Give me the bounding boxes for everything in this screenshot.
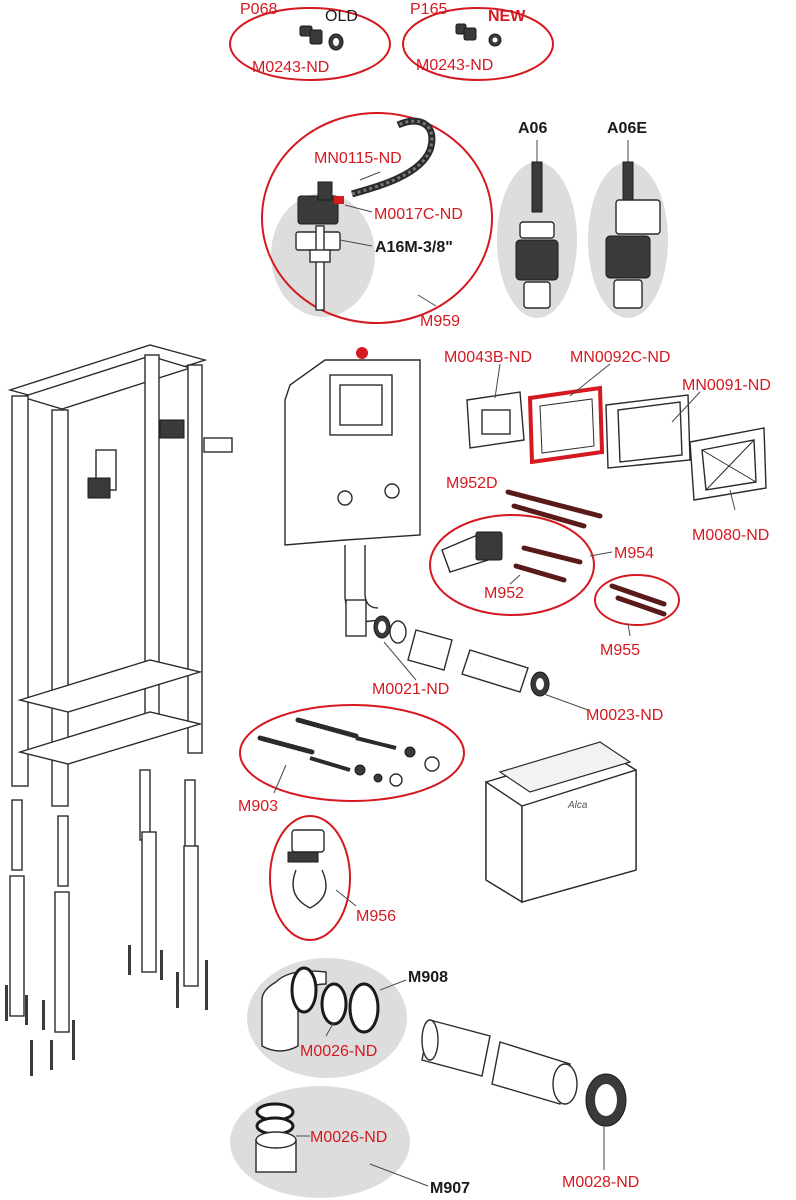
group-a06: A06 <box>497 120 577 318</box>
ring-old <box>229 7 391 81</box>
label-mn0115: MN0115-ND <box>314 150 402 167</box>
label-a06: A06 <box>518 120 547 137</box>
label-new: NEW <box>488 8 526 25</box>
ring-m955 <box>594 574 680 626</box>
actuator-m954 <box>441 531 503 573</box>
label-m0243-a: M0243-ND <box>252 59 329 76</box>
valve-p165-part <box>455 23 502 47</box>
label-m0028: M0028-ND <box>562 1174 639 1191</box>
label-m0043b: M0043B-ND <box>444 349 532 366</box>
group-drain-seals: M0021-ND M0023-ND <box>372 615 663 724</box>
group-rods: M952D M954 M952 M955 <box>429 475 680 659</box>
label-p165: P165 <box>410 1 447 18</box>
label-m955: M955 <box>600 642 640 659</box>
mounting-frame <box>5 344 233 1076</box>
group-flush-plates: M0043B-ND MN0092C-ND MN0091-ND M0080-ND <box>444 349 771 544</box>
protective-cover-box: Alca <box>485 741 637 904</box>
ring-m954 <box>429 514 595 616</box>
label-m903: M903 <box>238 798 278 815</box>
label-m0021: M0021-ND <box>372 681 449 698</box>
alca-logo-text: Alca <box>567 800 588 811</box>
a06-rod <box>531 161 543 213</box>
label-m908: M908 <box>408 969 448 986</box>
fill-valve-a16m <box>295 181 344 311</box>
label-m0026-b: M0026-ND <box>310 1129 387 1146</box>
label-m907: M907 <box>430 1180 470 1197</box>
label-m0017c: M0017C-ND <box>374 206 463 223</box>
label-old: OLD <box>325 8 358 25</box>
label-m0023: M0023-ND <box>586 707 663 724</box>
label-m952d: M952D <box>446 475 498 492</box>
group-m907: M0026-ND M907 <box>230 1086 470 1198</box>
label-m952: M952 <box>484 585 524 602</box>
label-mn0091: MN0091-ND <box>682 377 771 394</box>
group-m908: M908 M0026-ND <box>247 958 448 1078</box>
ring-new <box>402 7 554 81</box>
label-p068: P068 <box>240 1 277 18</box>
valve-p068-part <box>299 25 344 51</box>
group-m959-fill-valve: MN0115-ND M0017C-ND A16M-3/8" M959 <box>261 112 493 330</box>
label-m0080: M0080-ND <box>692 527 769 544</box>
label-mn0092c: MN0092C-ND <box>570 349 670 366</box>
label-m954: M954 <box>614 545 654 562</box>
label-a16m: A16M-3/8" <box>375 239 453 256</box>
ring-m959 <box>261 112 493 324</box>
ring-m956 <box>269 815 351 941</box>
a06e-rod <box>622 161 634 203</box>
label-m0026-a: M0026-ND <box>300 1043 377 1060</box>
label-m0243-b: M0243-ND <box>416 57 493 74</box>
label-m956: M956 <box>356 908 396 925</box>
label-m959: M959 <box>420 313 460 330</box>
label-a06e: A06E <box>607 120 647 137</box>
group-m903: M903 <box>238 704 465 815</box>
group-m956: M956 <box>269 815 396 941</box>
cistern-tank <box>284 347 421 637</box>
group-p165-new: P165 NEW M0243-ND <box>402 1 554 81</box>
group-p068-old: P068 OLD M0243-ND <box>229 1 391 81</box>
group-m0028-pipe: M0028-ND <box>421 1019 639 1191</box>
group-a06e: A06E <box>588 120 668 318</box>
leg-1 <box>11 799 23 871</box>
ring-m903 <box>239 704 465 802</box>
